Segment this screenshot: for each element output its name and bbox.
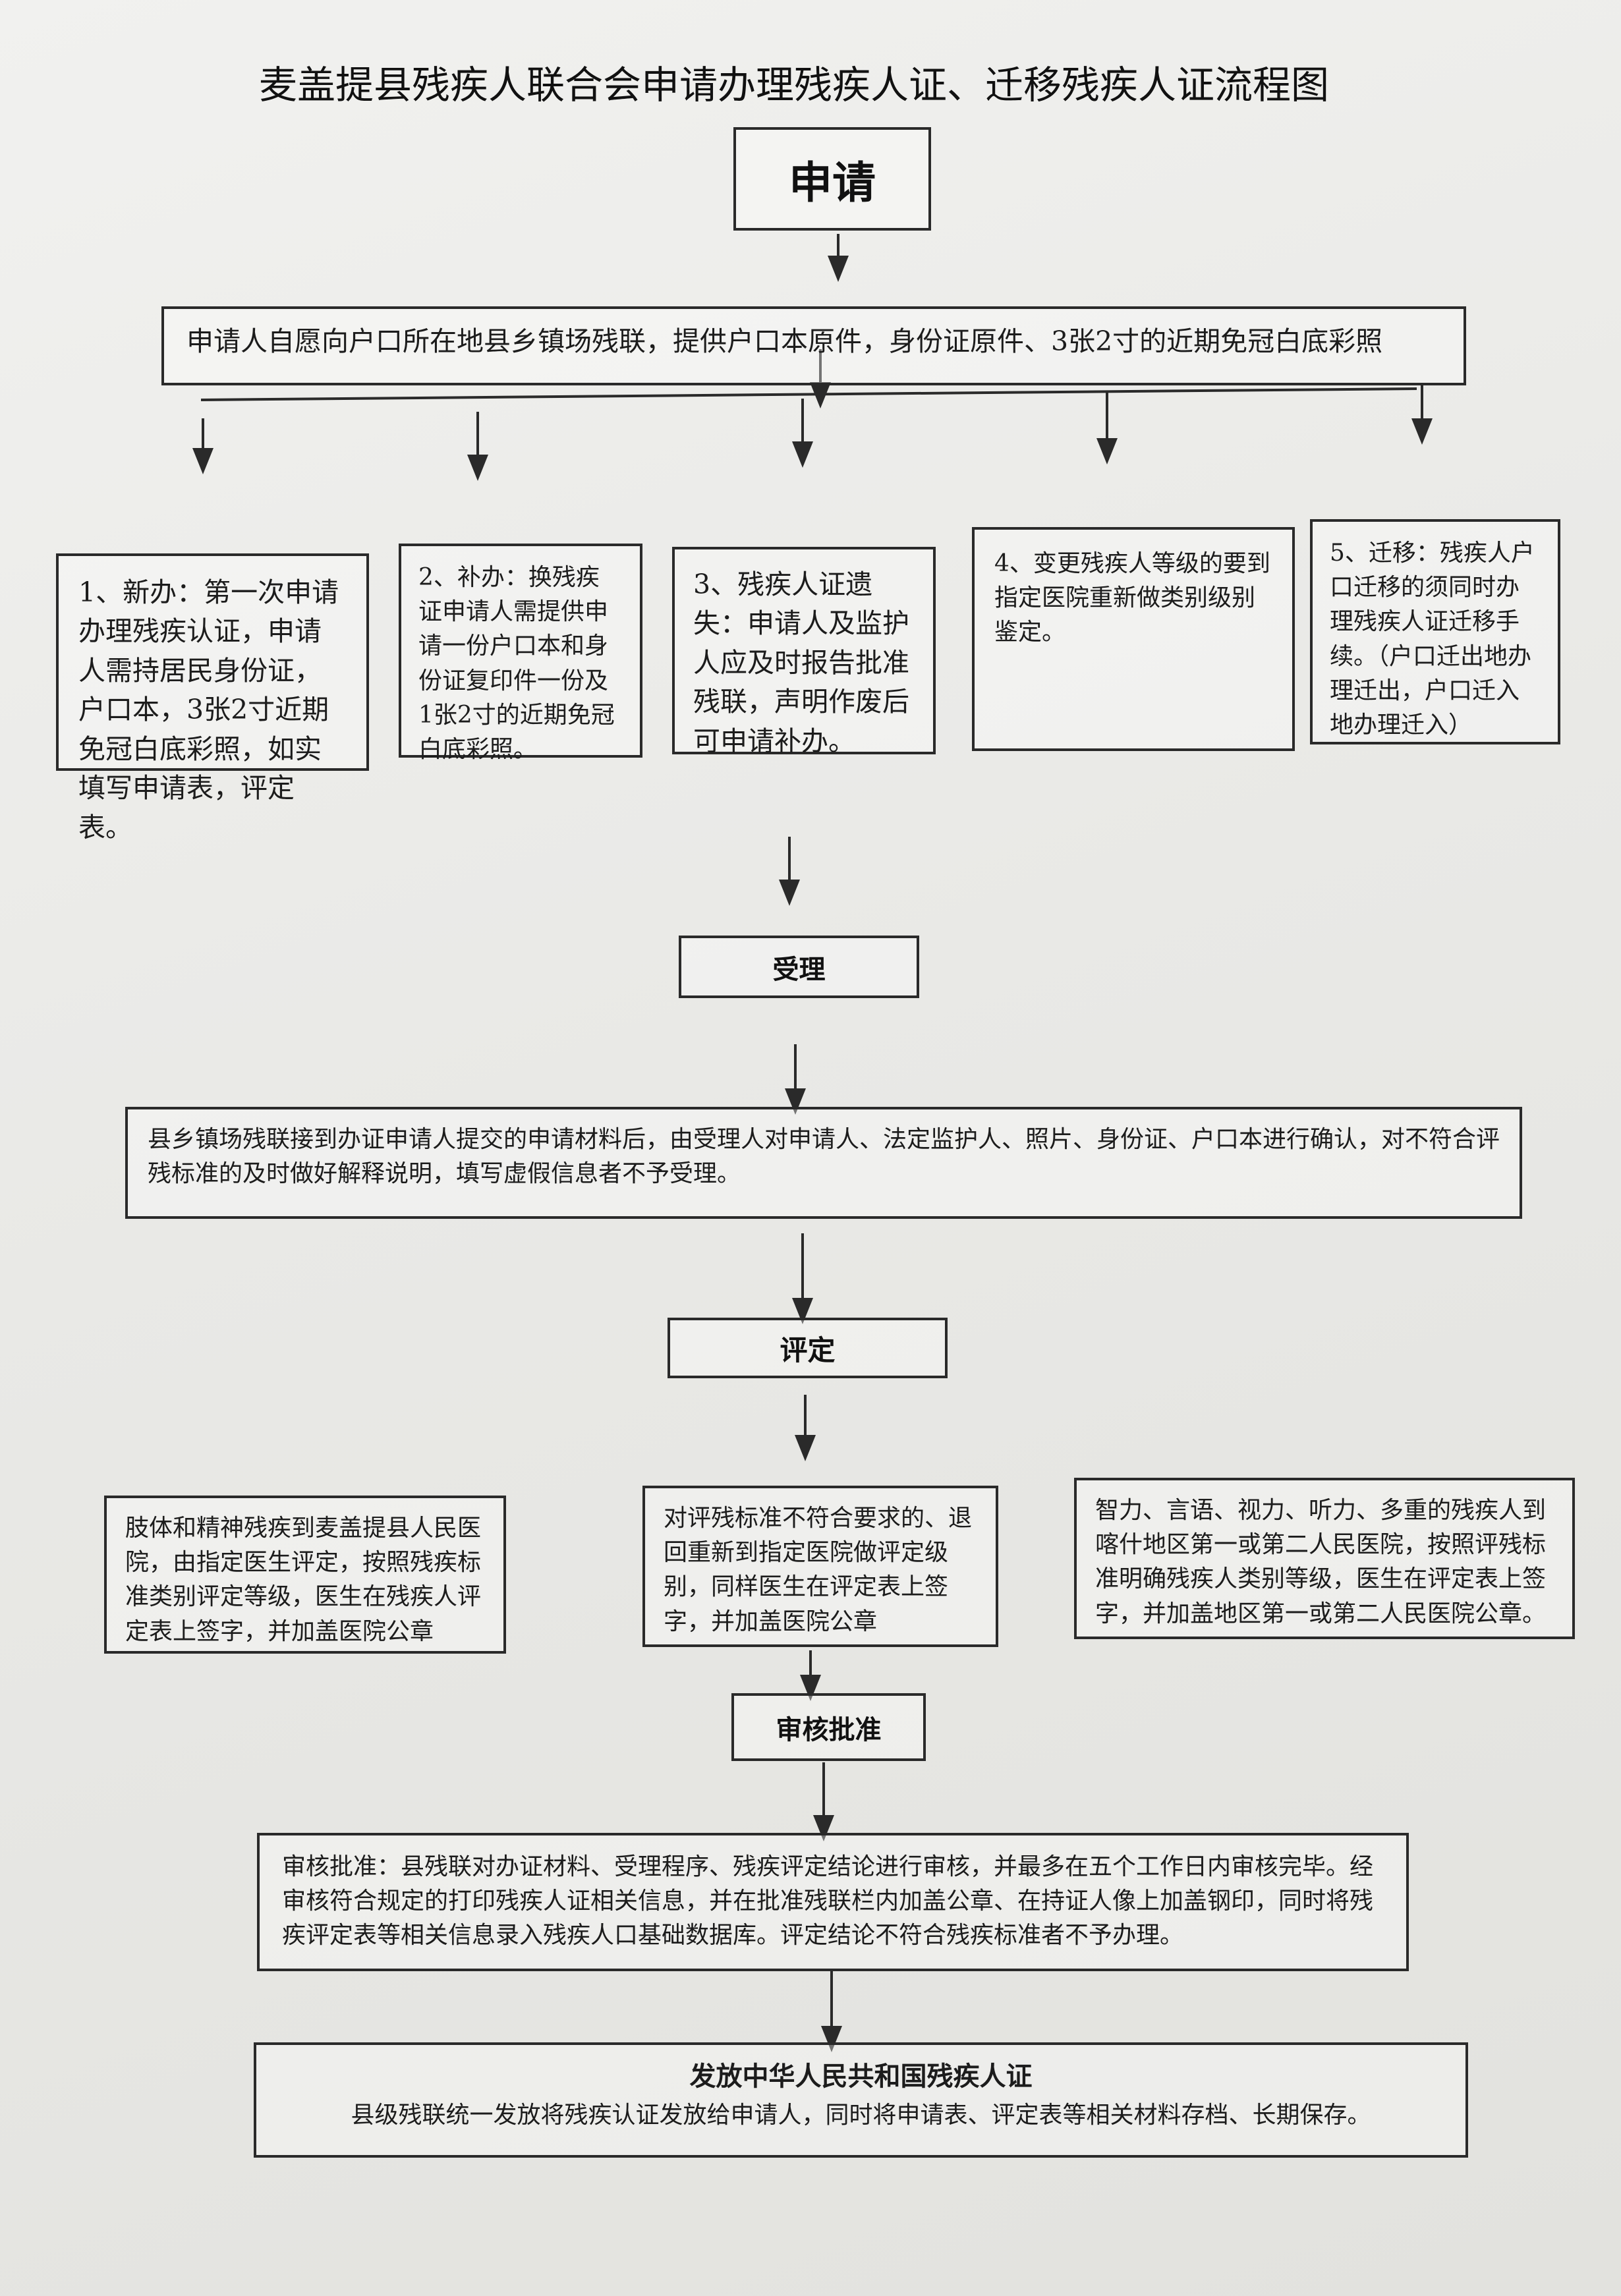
issue-box: 发放中华人民共和国残疾人证 县级残联统一发放将残疾认证发放给申请人，同时将申请表… [254,2042,1468,2158]
issue-detail-text: 县级残联统一发放将残疾认证发放给申请人，同时将申请表、评定表等相关材料存档、长期… [351,2102,1371,2129]
case-lost: 3、残疾人证遗失：申请人及监护人应及时报告批准残联，声明作废后可申请补办。 [672,547,936,757]
case-lost-text: 3、残疾人证遗失：申请人及监护人应及时报告批准残联，声明作废后可申请补办。 [693,569,909,757]
stage-accept-label: 受理 [772,954,826,985]
diagram-title: 麦盖提县残疾人联合会申请办理残疾人证、迁移残疾人证流程图 [258,63,1329,107]
case-grade-change: 4、变更残疾人等级的要到指定医院重新做类别级别鉴定。 [972,527,1295,751]
stage-accept: 受理 [679,936,919,998]
stage-assess: 评定 [668,1318,948,1378]
assess-option-reassess-text: 对评残标准不符合要求的、退回重新到指定医院做评定级别，同样医生在评定表上签字，并… [664,1505,973,1635]
stage-apply: 申请 [733,127,931,231]
assess-option-limb-mental-text: 肢体和精神残疾到麦盖提县人民医院，由指定医生评定，按照残疾标准类别评定等级，医生… [125,1515,482,1645]
apply-requirements-text: 申请人自愿向户口所在地县乡镇场残联，提供户口本原件，身份证原件、3张2寸的近期免… [186,325,1383,357]
accept-detail-text: 县乡镇场残联接到办证申请人提交的申请材料后，由受理人对申请人、法定监护人、照片、… [148,1126,1500,1188]
assess-option-multi: 智力、言语、视力、听力、多重的残疾人到喀什地区第一或第二人民医院，按照评残标准明… [1074,1478,1575,1639]
accept-detail: 县乡镇场残联接到办证申请人提交的申请材料后，由受理人对申请人、法定监护人、照片、… [125,1107,1522,1219]
branch-bar [200,387,1417,401]
assess-option-multi-text: 智力、言语、视力、听力、多重的残疾人到喀什地区第一或第二人民医院，按照评残标准明… [1095,1497,1547,1627]
case-transfer: 5、迁移：残疾人户口迁移的须同时办理残疾人证迁移手续。（户口迁出地办理迁出，户口… [1310,519,1560,744]
approve-detail-text: 审核批准：县残联对办证材料、受理程序、残疾评定结论进行审核，并最多在五个工作日内… [282,1853,1374,1949]
case-new: 1、新办：第一次申请办理残疾认证，申请人需持居民身份证，户口本，3张2寸近期免冠… [56,553,369,843]
case-new-text: 1、新办：第一次申请办理残疾认证，申请人需持居民身份证，户口本，3张2寸近期免冠… [78,576,339,843]
approve-detail: 审核批准：县残联对办证材料、受理程序、残疾评定结论进行审核，并最多在五个工作日内… [257,1833,1409,1971]
case-grade-change-text: 4、变更残疾人等级的要到指定医院重新做类别级别鉴定。 [994,550,1270,646]
assess-option-reassess: 对评残标准不符合要求的、退回重新到指定医院做评定级别，同样医生在评定表上签字，并… [642,1486,998,1647]
stage-assess-label: 评定 [780,1333,836,1366]
stage-apply-label: 申请 [789,157,876,208]
case-transfer-text: 5、迁移：残疾人户口迁移的须同时办理残疾人证迁移手续。（户口迁出地办理迁出，户口… [1330,540,1535,739]
stage-approve: 审核批准 [731,1693,926,1761]
case-reissue: 2、补办：换残疾证申请人需提供申请一份户口本和身份证复印件一份及1张2寸的近期免… [399,544,642,763]
assess-option-limb-mental: 肢体和精神残疾到麦盖提县人民医院，由指定医生评定，按照残疾标准类别评定等级，医生… [104,1496,506,1654]
apply-requirements: 申请人自愿向户口所在地县乡镇场残联，提供户口本原件，身份证原件、3张2寸的近期免… [161,306,1466,385]
stage-approve-label: 审核批准 [776,1714,882,1745]
stage-issue-label: 发放中华人民共和国残疾人证 [689,2061,1033,2092]
case-reissue-text: 2、补办：换残疾证申请人需提供申请一份户口本和身份证复印件一份及1张2寸的近期免… [418,564,615,763]
